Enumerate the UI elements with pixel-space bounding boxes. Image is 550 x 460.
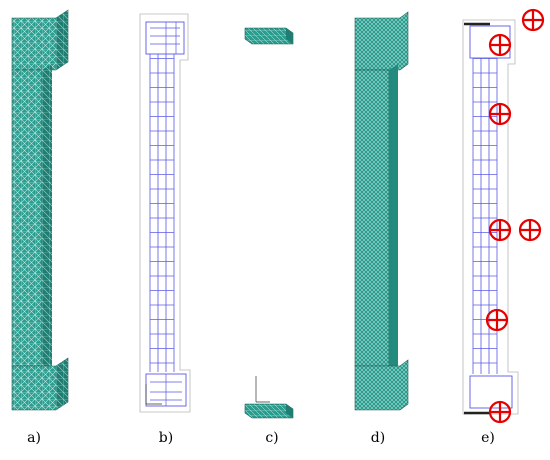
circled-plus-icon xyxy=(485,308,509,332)
panel-c-top-plate xyxy=(244,27,294,45)
panel-d-bottom-support xyxy=(354,359,409,411)
panel-c-axis-triad-icon xyxy=(255,376,270,403)
panel-a-web xyxy=(11,69,43,367)
panel-b-axis-triad-icon xyxy=(145,384,162,405)
circled-plus-icon xyxy=(488,400,512,424)
panel-d-label: d) xyxy=(370,430,386,446)
panel-e-stirrups xyxy=(473,58,497,374)
panel-d-top-support xyxy=(354,11,409,71)
panel-c-bottom-plate xyxy=(244,403,294,419)
panel-b-top-cage xyxy=(145,21,185,55)
panel-a-top-support-side xyxy=(56,10,68,70)
panel-c-label: c) xyxy=(265,430,279,446)
panel-b-outline xyxy=(139,13,191,413)
circled-plus-icon xyxy=(488,33,512,57)
sensor-markers xyxy=(485,8,545,424)
panel-b-stirrups xyxy=(150,54,174,372)
panel-e-cage-with-markers xyxy=(462,19,519,415)
circled-plus-icon xyxy=(488,102,512,126)
panel-b-label: b) xyxy=(158,430,174,446)
circled-plus-icon xyxy=(518,218,542,242)
panel-a-label: a) xyxy=(27,430,41,446)
panel-c-plates xyxy=(244,27,294,419)
panel-b-longitudinal-bars xyxy=(149,54,175,372)
circled-plus-icon xyxy=(521,8,545,32)
panel-d-web xyxy=(354,69,390,367)
panel-d-fine-mesh-beam xyxy=(354,11,409,411)
panel-a-bottom-support-side xyxy=(56,358,68,410)
panel-e-label: e) xyxy=(481,430,495,446)
circled-plus-icon xyxy=(488,218,512,242)
panel-a-meshed-beam xyxy=(11,9,69,411)
panel-b-reinforcement-cage xyxy=(139,13,191,413)
panel-a-web-side xyxy=(42,64,52,372)
